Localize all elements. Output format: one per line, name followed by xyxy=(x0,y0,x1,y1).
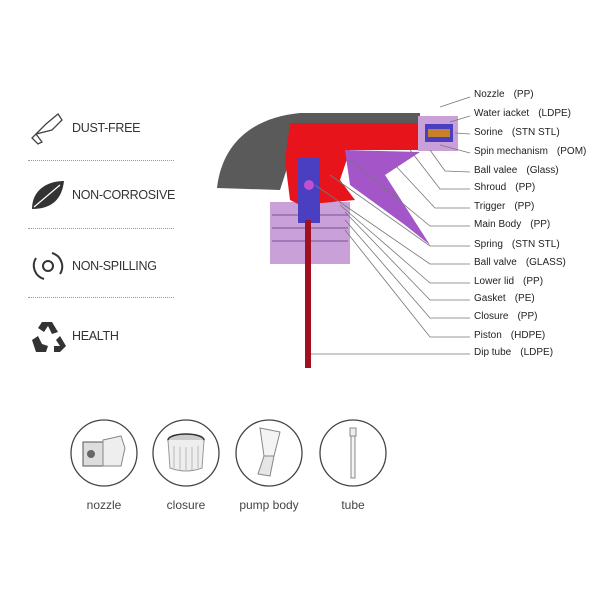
feature-label: HEALTH xyxy=(72,329,119,343)
part-label: Piston(HDPE) xyxy=(474,330,546,341)
divider xyxy=(28,297,174,298)
component-label: closure xyxy=(166,498,206,512)
leader-lines xyxy=(311,96,471,355)
component-label: pump body xyxy=(239,498,299,512)
tube-icon xyxy=(319,419,387,487)
feature-label: NON-CORROSIVE xyxy=(72,188,176,202)
part-label: Main Body(PP) xyxy=(474,219,551,230)
part-label: Ball valve(GLASS) xyxy=(474,257,566,268)
cycle-icon xyxy=(32,252,64,280)
shroud-shape xyxy=(217,113,420,190)
part-label: Dip tube(LDPE) xyxy=(474,347,554,358)
recycle-icon xyxy=(32,322,66,352)
part-label: Spring(STN STL) xyxy=(474,239,560,250)
component-label: nozzle xyxy=(86,498,122,512)
feature-dust-free: DUST-FREE xyxy=(28,108,178,148)
closure-icon xyxy=(152,419,220,487)
part-label: Closure(PP) xyxy=(474,311,538,322)
piston-shape xyxy=(298,158,320,223)
divider xyxy=(28,228,174,229)
feature-non-spilling: NON-SPILLING xyxy=(28,246,178,286)
trigger-shape xyxy=(345,150,430,245)
component-tube: tube xyxy=(318,418,388,512)
nozzle-icon xyxy=(70,419,138,487)
part-label: Nozzle(PP) xyxy=(474,89,534,100)
feature-non-corrosive: NON-CORROSIVE xyxy=(28,175,178,215)
component-label: tube xyxy=(341,498,365,512)
component-pump-body: pump body xyxy=(234,418,304,512)
part-label: Spin mechanism(POM) xyxy=(474,146,587,157)
feature-health: HEALTH xyxy=(28,316,178,356)
dip-tube-shape xyxy=(305,220,311,368)
spray-nozzle-icon xyxy=(31,113,63,145)
component-nozzle: nozzle xyxy=(69,418,139,512)
feature-label: DUST-FREE xyxy=(72,121,141,135)
divider xyxy=(28,160,174,161)
part-label: Gasket(PE) xyxy=(474,293,535,304)
part-label: Shroud(PP) xyxy=(474,182,536,193)
part-label: Sorine(STN STL) xyxy=(474,127,560,138)
pump-body-icon xyxy=(235,419,303,487)
part-label: Ball valee(Glass) xyxy=(474,165,559,176)
part-label: Trigger(PP) xyxy=(474,201,535,212)
part-label: Water iacket(LDPE) xyxy=(474,108,571,119)
leaf-icon xyxy=(32,181,64,209)
feature-label: NON-SPILLING xyxy=(72,259,157,273)
component-closure: closure xyxy=(151,418,221,512)
part-label: Lower lid(PP) xyxy=(474,276,544,287)
